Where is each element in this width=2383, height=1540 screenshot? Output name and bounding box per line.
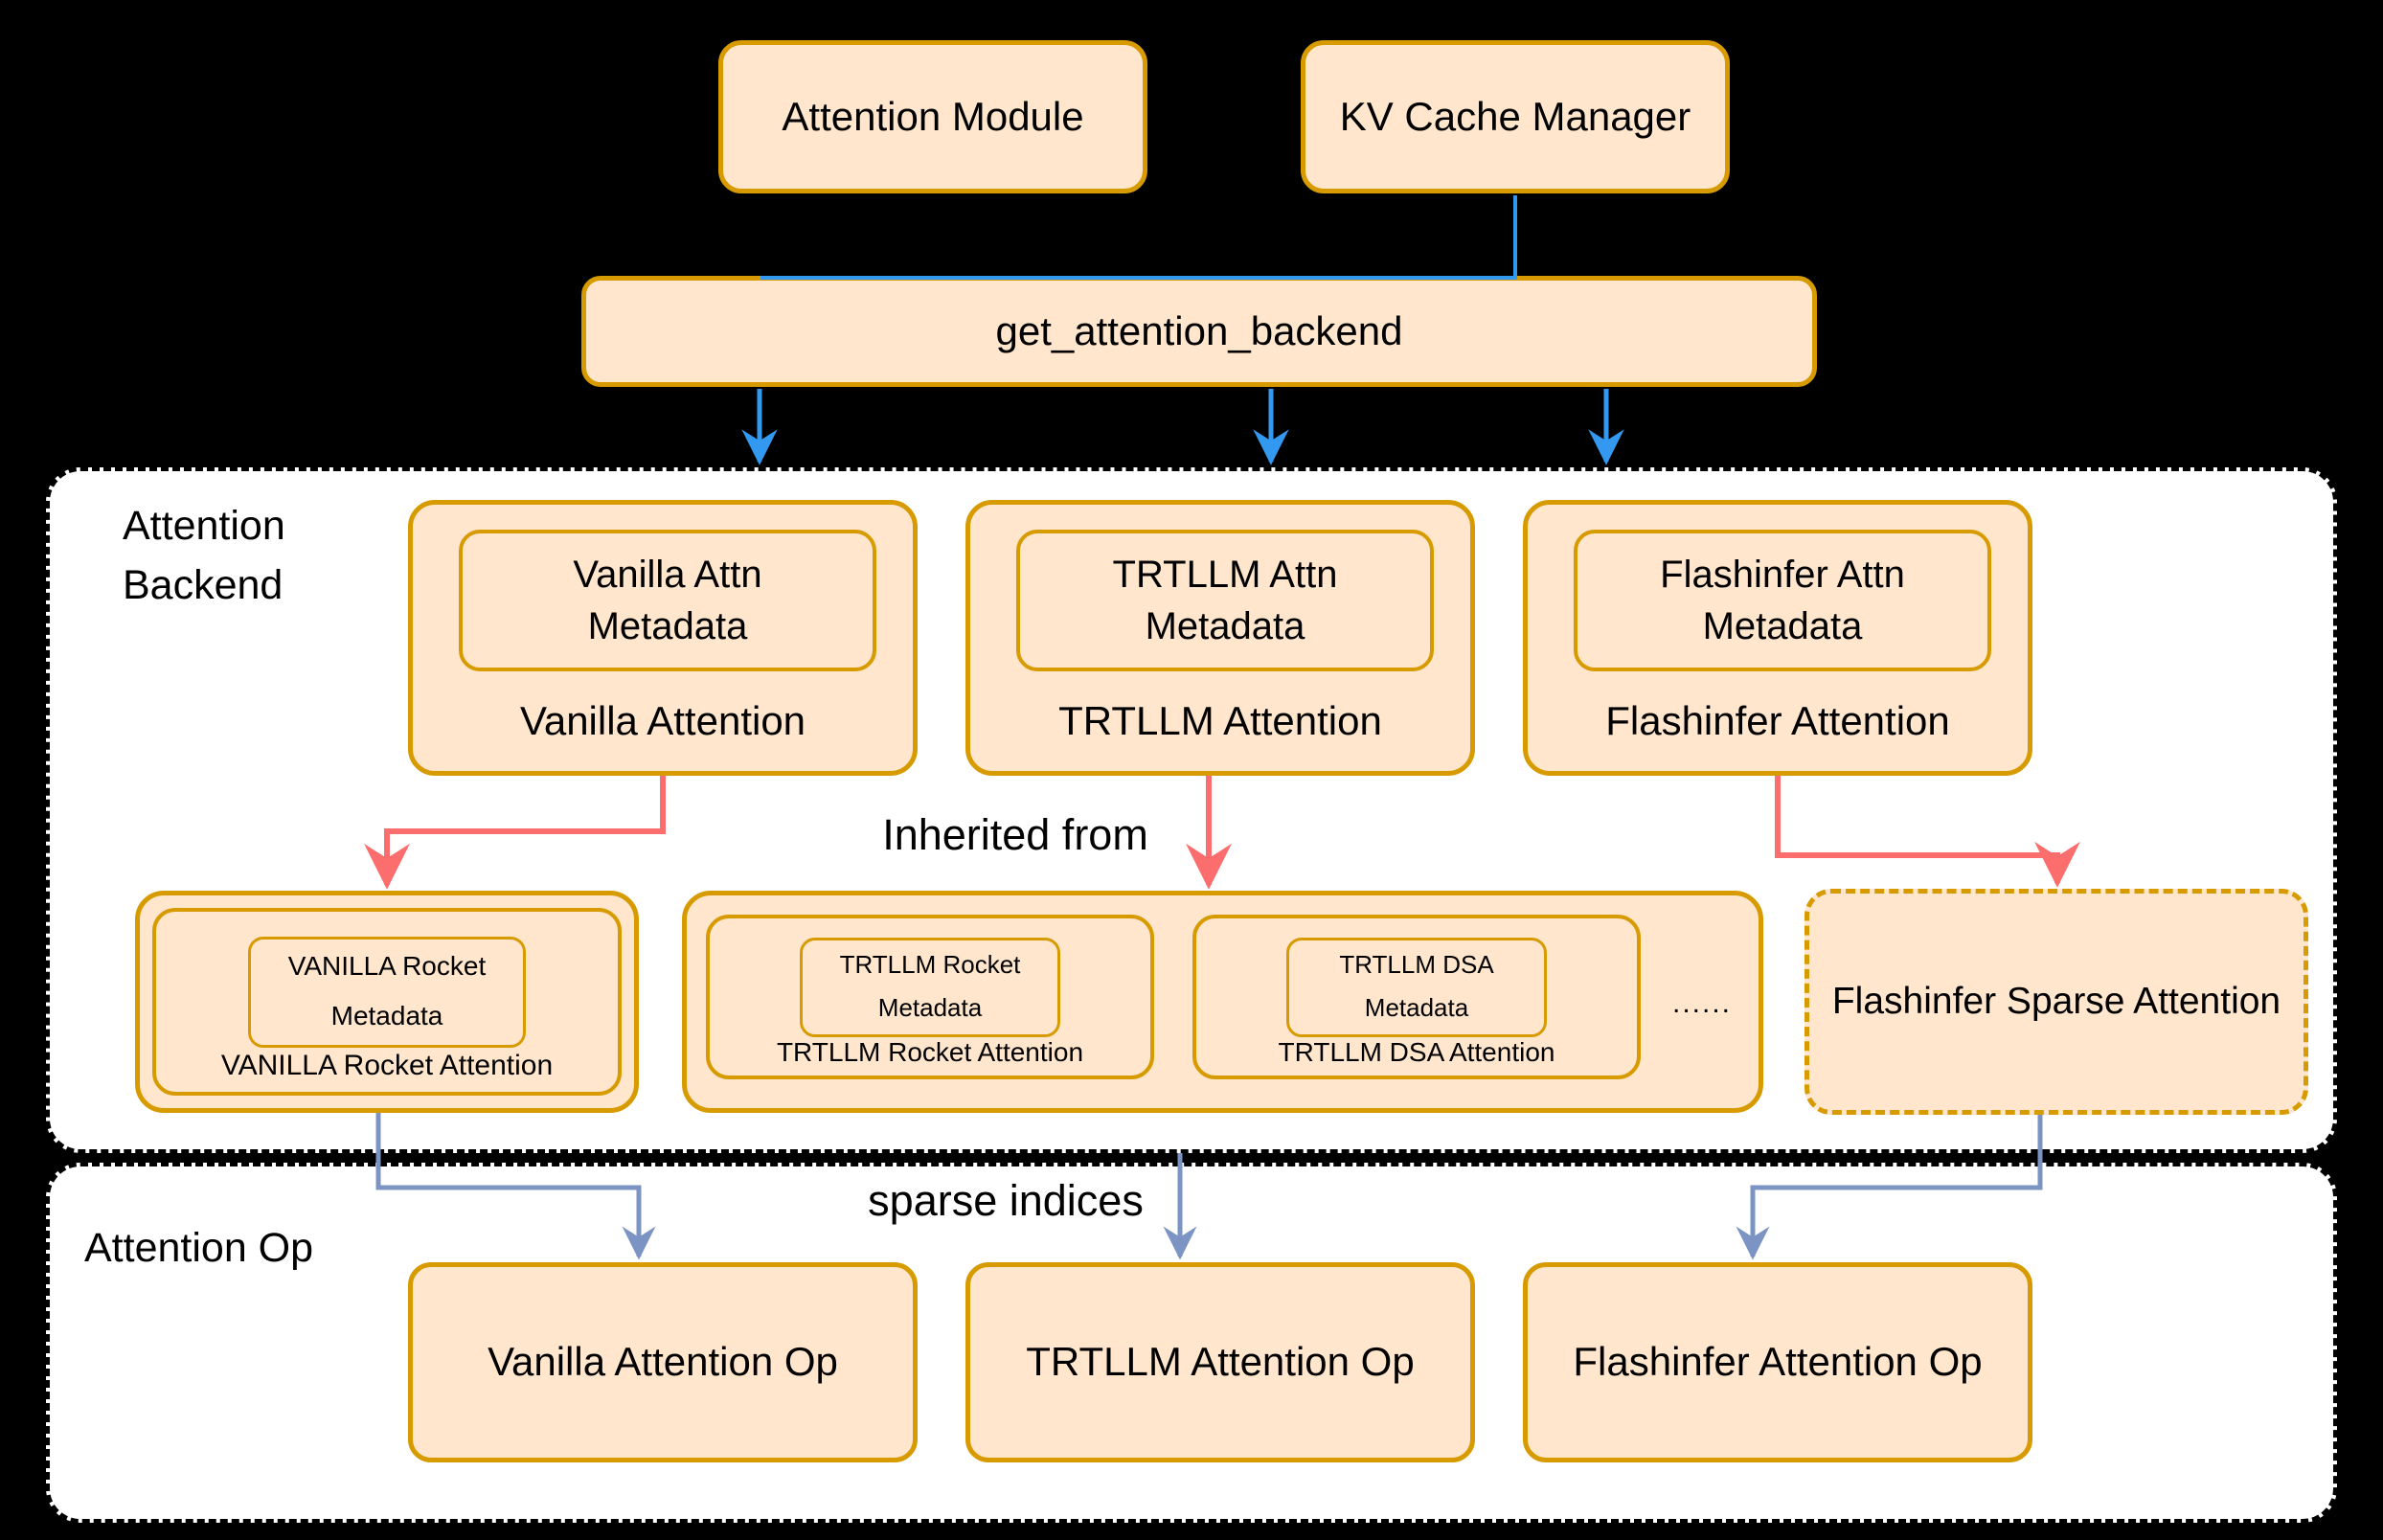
trtllm-rocket-attention-label: TRTLLM Rocket Attention (776, 1037, 1084, 1067)
trtllm-dsa-metadata-line2: Metadata (1364, 993, 1469, 1022)
inherited-from-label: Inherited from (882, 810, 1148, 859)
vanilla-rocket-attention-label: VANILLA Rocket Attention (220, 1050, 554, 1081)
trtllm-attn-metadata-line2: Metadata (1145, 605, 1305, 647)
flashinfer-attention-op-label: Flashinfer Attention Op (1573, 1339, 1983, 1385)
attention-backend-title: Attention Backend (123, 503, 285, 609)
trtllm-dsa-attention-node: TRTLLM DSA Metadata TRTLLM DSA Attention (1192, 915, 1641, 1079)
attention-module-label: Attention Module (782, 93, 1084, 139)
trtllm-dsa-attention-label: TRTLLM DSA Attention (1278, 1037, 1555, 1067)
vanilla-attn-metadata-node: Vanilla Attn Metadata (459, 530, 876, 671)
more-variants-ellipsis: ...... (1671, 987, 1732, 1019)
vanilla-attn-metadata-line2: Metadata (587, 605, 748, 647)
trtllm-dsa-metadata-node: TRTLLM DSA Metadata (1286, 938, 1547, 1037)
flashinfer-sparse-attention-node: Flashinfer Sparse Attention (1804, 889, 2308, 1115)
trtllm-dsa-metadata-line1: TRTLLM DSA (1339, 950, 1494, 979)
vanilla-rocket-attention-node: VANILLA Rocket Metadata VANILLA Rocket A… (135, 891, 639, 1113)
kv-cache-manager-link (760, 195, 1517, 280)
vanilla-rocket-metadata-line2: Metadata (330, 1001, 443, 1030)
vanilla-attention-label: Vanilla Attention (519, 698, 806, 744)
flashinfer-attn-metadata-node: Flashinfer Attn Metadata (1574, 530, 1991, 671)
flashinfer-attn-metadata-line2: Metadata (1702, 605, 1863, 647)
vanilla-rocket-metadata-node: VANILLA Rocket Metadata (248, 937, 526, 1048)
trtllm-variants-group: TRTLLM Rocket Metadata TRTLLM Rocket Att… (682, 891, 1763, 1113)
vanilla-attention-node: Vanilla Attn Metadata Vanilla Attention (408, 500, 918, 776)
vanilla-rocket-metadata-line1: VANILLA Rocket (287, 951, 487, 981)
vanilla-rocket-attention-inner: VANILLA Rocket Metadata VANILLA Rocket A… (152, 908, 622, 1096)
flashinfer-attn-metadata-line1: Flashinfer Attn (1660, 554, 1905, 596)
flashinfer-sparse-attention-label: Flashinfer Sparse Attention (1831, 980, 2281, 1022)
kv-cache-manager-label: KV Cache Manager (1339, 93, 1691, 139)
trtllm-rocket-metadata-line2: Metadata (877, 993, 983, 1022)
attention-module-node: Attention Module (718, 40, 1147, 193)
trtllm-attention-op-node: TRTLLM Attention Op (965, 1262, 1475, 1462)
vanilla-attn-metadata-line1: Vanilla Attn (573, 554, 762, 596)
trtllm-attn-metadata-line1: TRTLLM Attn (1112, 554, 1338, 596)
get-attention-backend-label: get_attention_backend (995, 307, 1403, 353)
trtllm-attention-label: TRTLLM Attention (1058, 698, 1382, 744)
trtllm-rocket-attention-node: TRTLLM Rocket Metadata TRTLLM Rocket Att… (706, 915, 1154, 1079)
sparse-indices-label: sparse indices (868, 1176, 1144, 1225)
flashinfer-attention-label: Flashinfer Attention (1605, 698, 1950, 744)
trtllm-attention-node: TRTLLM Attn Metadata TRTLLM Attention (965, 500, 1475, 776)
trtllm-attn-metadata-node: TRTLLM Attn Metadata (1016, 530, 1434, 671)
attention-op-title: Attention Op (84, 1225, 314, 1271)
trtllm-rocket-metadata-line1: TRTLLM Rocket (839, 950, 1021, 979)
flashinfer-attention-op-node: Flashinfer Attention Op (1523, 1262, 2032, 1462)
get-attention-backend-node: get_attention_backend (581, 276, 1817, 387)
trtllm-attention-op-label: TRTLLM Attention Op (1026, 1339, 1415, 1385)
vanilla-attention-op-label: Vanilla Attention Op (488, 1339, 838, 1385)
vanilla-attention-op-node: Vanilla Attention Op (408, 1262, 918, 1462)
kv-cache-manager-node: KV Cache Manager (1301, 40, 1730, 193)
flashinfer-attention-node: Flashinfer Attn Metadata Flashinfer Atte… (1523, 500, 2032, 776)
trtllm-rocket-metadata-node: TRTLLM Rocket Metadata (800, 938, 1060, 1037)
